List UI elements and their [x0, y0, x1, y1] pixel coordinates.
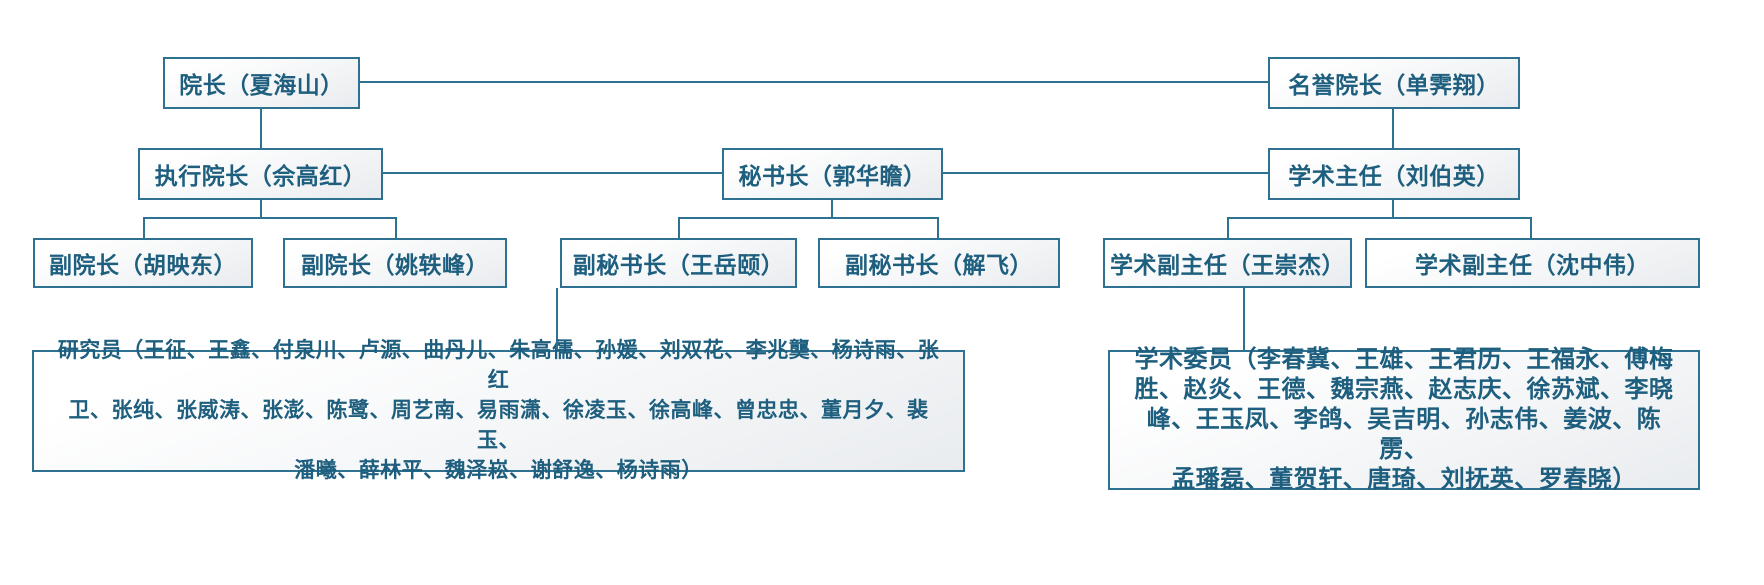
org-node-secretary-general: 秘书长（郭华瞻）	[722, 148, 943, 200]
connector-academic-director-stem	[1392, 200, 1394, 217]
connector-secretary-general-stem	[831, 200, 833, 217]
connector-academic-deputies-crossbar	[1227, 217, 1532, 219]
org-node-academic-deputy-director-1: 学术副主任（王崇杰）	[1103, 238, 1352, 288]
connector-to-academic-deputy-1	[1227, 217, 1229, 238]
connector-to-researchers-box	[556, 288, 558, 350]
connector-to-vice-dean-1	[143, 217, 145, 238]
connector-dean-to-honorary-dean	[360, 81, 1268, 83]
connector-to-academic-committee-box	[1243, 288, 1245, 350]
academic-committee-name-list: 学术委员（李春冀、王雄、王君历、王福永、傅梅 胜、赵炎、王德、魏宗燕、赵志庆、徐…	[1134, 346, 1674, 493]
org-node-deputy-secretary-1: 副秘书长（王岳颐）	[560, 238, 797, 288]
researchers-name-list: 研究员（王征、王鑫、付泉川、卢源、曲丹儿、朱高儒、孙媛、刘双花、李兆龑、杨诗雨、…	[57, 339, 940, 482]
org-node-executive-dean: 执行院长（佘高红）	[138, 148, 383, 200]
connector-executive-dean-to-secretary-general	[383, 172, 722, 174]
connector-honorary-dean-to-academic-director	[1392, 109, 1394, 148]
connector-to-deputy-secretary-1	[678, 217, 680, 238]
org-node-academic-deputy-director-2: 学术副主任（沈中伟）	[1365, 238, 1700, 288]
connector-to-academic-deputy-2	[1530, 217, 1532, 238]
org-node-honorary-dean: 名誉院长（单霁翔）	[1268, 57, 1520, 109]
org-node-academic-committee: 学术委员（李春冀、王雄、王君历、王福永、傅梅 胜、赵炎、王德、魏宗燕、赵志庆、徐…	[1108, 346, 1700, 493]
connector-secretary-general-to-academic-director	[943, 172, 1268, 174]
connector-vice-deans-crossbar	[143, 217, 397, 219]
connector-executive-dean-stem	[260, 200, 262, 217]
connector-to-vice-dean-2	[395, 217, 397, 238]
org-node-deputy-secretary-2: 副秘书长（解飞）	[818, 238, 1060, 288]
connector-to-deputy-secretary-2	[937, 217, 939, 238]
org-node-researchers: 研究员（王征、王鑫、付泉川、卢源、曲丹儿、朱高儒、孙媛、刘双花、李兆龑、杨诗雨、…	[32, 339, 965, 482]
org-node-vice-dean-1: 副院长（胡映东）	[33, 238, 253, 288]
org-node-academic-director: 学术主任（刘伯英）	[1268, 148, 1520, 200]
connector-dean-to-executive-dean	[260, 109, 262, 148]
org-node-dean: 院长（夏海山）	[163, 57, 360, 109]
org-node-vice-dean-2: 副院长（姚轶峰）	[283, 238, 507, 288]
connector-deputy-secretaries-crossbar	[678, 217, 939, 219]
